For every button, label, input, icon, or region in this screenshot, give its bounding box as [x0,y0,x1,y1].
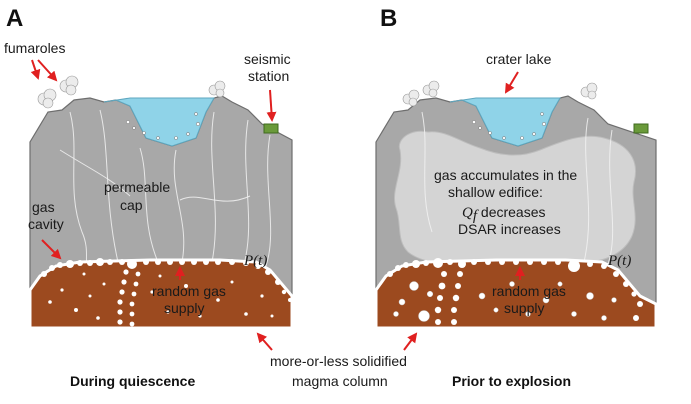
caption-a: During quiescence [70,373,195,389]
label-seismic-line1: seismic [244,51,291,67]
label-gas-supply-b-line1: random gas [492,283,566,299]
arrow-seismic-station [266,89,277,122]
panel-b-magma-column [374,258,658,330]
qf-symbol: Q [462,205,473,221]
label-magma-column-line2: magma column [292,373,388,389]
arrow-crater-lake [504,71,519,94]
label-fumaroles: fumaroles [4,40,65,56]
arrow-magma-column-a [256,332,273,351]
arrow-fumaroles-left [30,59,41,80]
panel-b-magma-bubbles [393,281,617,322]
panel-b-fumarole-cloud-icon [402,80,598,107]
panel-a-seismic-station-icon [263,123,279,134]
panel-a-gas-cavity-chain [41,258,292,327]
label-permeable-line1: permeable [104,179,170,195]
qf-decreases-text: decreases [477,204,545,220]
panel-b-lake-bubbles [472,112,546,140]
fumarole-cloud-icon [37,75,226,109]
panel-a-permeable-cracks [59,109,272,267]
label-pressure-b: P(t) [607,253,631,269]
panel-b-gas-cavity-chain [387,258,643,325]
panel-a-lake-bubbles [126,112,200,140]
label-qf-decreases: Qf decreases [462,204,546,224]
arrow-gas-cavity [41,239,62,260]
label-gas-accumulates-line2: shallow edifice: [448,184,543,200]
arrow-magma-column-b [403,332,418,351]
label-seismic-line2: station [248,68,289,84]
label-crater-lake: crater lake [486,51,552,67]
panel-b-seismic-station-icon [633,123,649,134]
label-magma-column-line1: more-or-less solidified [270,353,407,369]
panel-a: A [4,5,294,389]
label-gas-cavity-line1: gas [32,199,55,215]
arrow-fumaroles-right [37,59,58,82]
panel-b: B [374,5,658,389]
panel-a-letter: A [6,5,23,32]
label-gas-cavity-line2: cavity [28,216,64,232]
label-gas-supply-a-line2: supply [164,300,204,316]
panel-a-magma-bubbles [48,272,274,320]
panel-b-letter: B [380,5,397,32]
panel-b-accumulated-gas-region [394,130,636,265]
caption-b: Prior to explosion [452,373,571,389]
label-gas-supply-a-line1: random gas [152,283,226,299]
label-dsar-increases: DSAR increases [458,221,561,237]
label-pressure-a: P(t) [243,253,267,269]
qf-subscript: f [473,208,479,224]
label-gas-accumulates-line1: gas accumulates in the [434,167,577,183]
panel-b-cracks [421,111,614,265]
label-gas-supply-b-line2: supply [504,300,544,316]
label-permeable-line2: cap [120,197,143,213]
